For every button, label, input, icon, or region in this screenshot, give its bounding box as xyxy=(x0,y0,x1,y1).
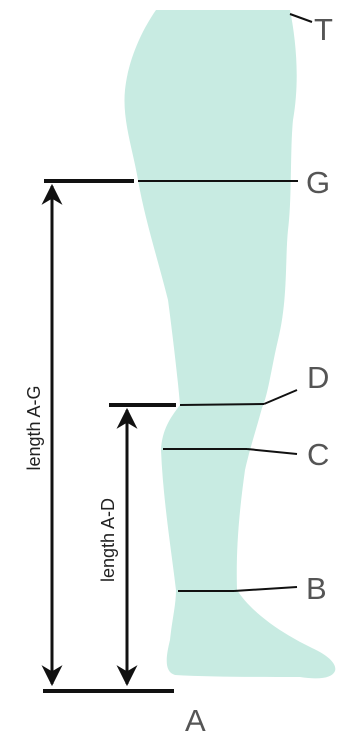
length-label-ag: length A-G xyxy=(24,385,44,470)
point-label-d: D xyxy=(307,360,329,395)
point-label-g: G xyxy=(306,165,330,200)
leg-silhouette xyxy=(124,10,336,679)
length-label-ad: length A-D xyxy=(98,498,118,582)
measure-line-d xyxy=(179,403,265,406)
leader-line-d xyxy=(263,389,298,405)
point-label-c: C xyxy=(307,437,329,472)
point-label-b: B xyxy=(306,571,327,606)
leader-line-b xyxy=(233,586,298,592)
point-label-a: A xyxy=(185,703,206,738)
point-label-t: T xyxy=(314,12,333,47)
leader-line-t xyxy=(289,13,313,23)
leader-line-c xyxy=(246,448,298,455)
